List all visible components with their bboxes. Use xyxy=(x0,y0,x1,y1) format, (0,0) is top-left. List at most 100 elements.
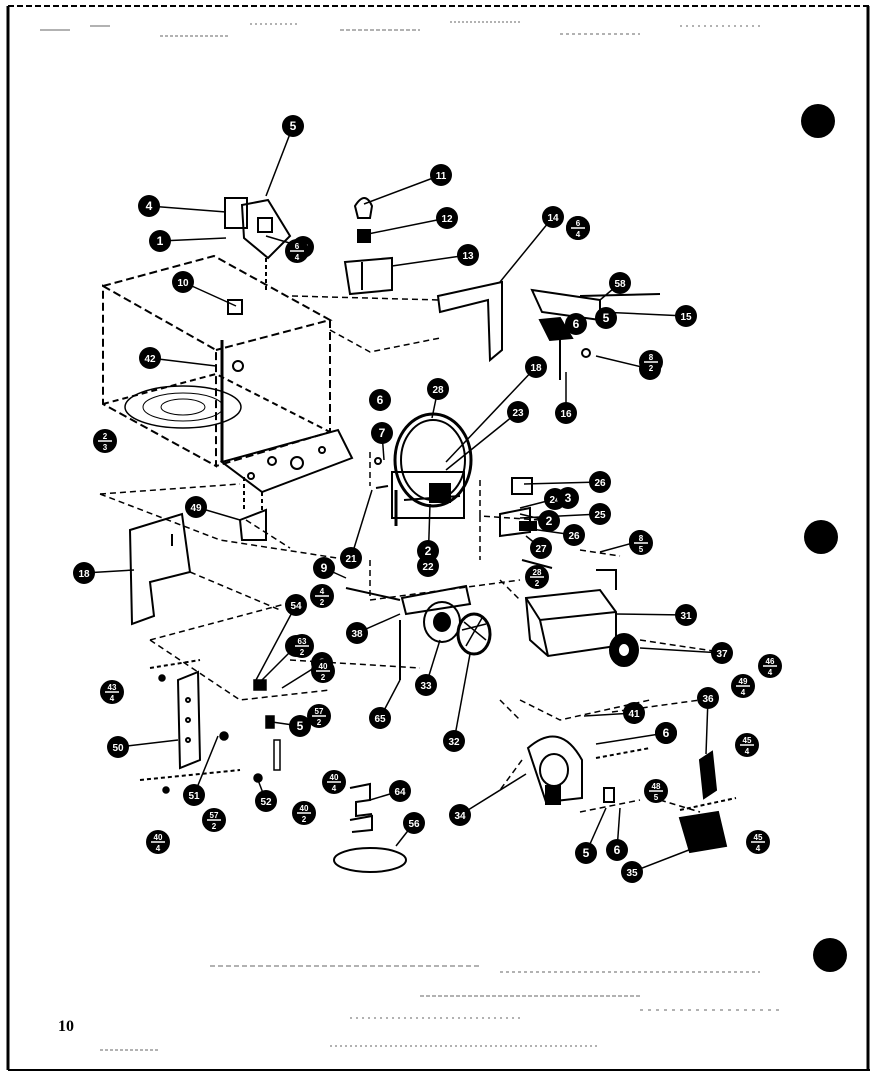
callout-bubble xyxy=(538,510,560,532)
fraction-top: 28 xyxy=(533,568,542,577)
fan-shroud-assembly xyxy=(374,412,473,526)
fraction-top: 6 xyxy=(295,242,300,251)
leader-line xyxy=(453,653,471,742)
callout-label: 51 xyxy=(188,791,200,802)
callout-label: 41 xyxy=(628,709,640,720)
fraction-bottom: 4 xyxy=(110,694,115,703)
leader-line xyxy=(595,732,667,745)
callout-49: 49 xyxy=(185,496,241,521)
callout-26: 26 xyxy=(523,471,611,493)
callout-bubble xyxy=(589,503,611,525)
callout-label: 3 xyxy=(565,491,572,505)
callout-label: 5 xyxy=(297,719,304,733)
leader-line xyxy=(255,604,297,681)
callout-label: 35 xyxy=(626,868,638,879)
fraction-callout-57-2: 572 xyxy=(202,808,226,832)
callout-label: 14 xyxy=(547,213,559,224)
callout-label: 32 xyxy=(448,737,460,748)
callout-41: 41 xyxy=(583,702,645,724)
callout-bubble xyxy=(371,422,393,444)
callout-label: 11 xyxy=(436,171,447,182)
fraction-top: 49 xyxy=(739,677,748,686)
fraction-bottom: 4 xyxy=(741,688,746,697)
callout-6: 6 xyxy=(369,389,391,411)
callout-bubble xyxy=(427,378,449,400)
callout-label: 27 xyxy=(535,544,547,555)
callout-13: 13 xyxy=(391,244,479,267)
callout-label: 16 xyxy=(560,409,572,420)
leader-line xyxy=(159,237,227,242)
callout-23: 23 xyxy=(445,401,529,471)
callout-bubble xyxy=(565,313,587,335)
fraction-callout-46-4: 464 xyxy=(758,654,782,678)
callout-6: 6 xyxy=(565,313,587,335)
callout-label: 13 xyxy=(462,251,474,262)
callout-bubble xyxy=(73,562,95,584)
leader-line xyxy=(445,366,537,463)
callout-bubble xyxy=(575,842,597,864)
callout-bubble xyxy=(436,207,458,229)
callout-3: 3 xyxy=(557,487,579,509)
leader-line xyxy=(391,254,469,267)
callout-label: 18 xyxy=(530,363,542,374)
callout-bubble xyxy=(417,540,439,562)
callout-label: 26 xyxy=(568,531,580,542)
small-hardware xyxy=(158,674,281,794)
callout-bubble xyxy=(623,702,645,724)
callout-bubble xyxy=(457,244,479,266)
fraction-bottom: 5 xyxy=(639,545,644,554)
fraction-top: 45 xyxy=(743,736,752,745)
callout-bubble xyxy=(525,356,547,378)
callout-bubble xyxy=(530,537,552,559)
fraction-bottom: 4 xyxy=(745,747,750,756)
fraction-callout-6-4: 64 xyxy=(566,216,590,240)
callout-4: 4 xyxy=(138,195,227,217)
fraction-callout-8-5: 85 xyxy=(629,531,653,555)
callout-label: 24 xyxy=(549,495,561,506)
fraction-callout-40-2: 402 xyxy=(292,801,316,825)
transformer-assembly xyxy=(524,569,639,667)
fraction-top: 8 xyxy=(649,353,654,362)
callout-bubble xyxy=(415,674,437,696)
bracket-51 xyxy=(238,508,267,541)
fraction-callout-2-3: 23 xyxy=(93,429,117,453)
leader-line xyxy=(615,613,687,616)
callout-bubble xyxy=(138,195,160,217)
callout-16: 16 xyxy=(555,372,577,424)
fraction-callout-8-2: 82 xyxy=(639,350,663,374)
switch-cluster xyxy=(499,477,553,569)
callout-bubble xyxy=(289,715,311,737)
leader-line xyxy=(148,205,227,213)
fraction-top: 48 xyxy=(652,782,661,791)
callout-bubble xyxy=(563,524,585,546)
callout-34: 34 xyxy=(449,773,527,826)
callout-label: 22 xyxy=(422,562,434,573)
callout-58: 58 xyxy=(599,272,631,301)
callout-bubble xyxy=(711,642,733,664)
fraction-callout-layer: 6442822342282402402454434404572572404632… xyxy=(93,216,782,854)
callout-label: 4 xyxy=(146,199,153,213)
callout-label: 6 xyxy=(614,843,621,857)
fraction-callout-6-4: 64 xyxy=(285,239,309,263)
callout-36: 36 xyxy=(697,687,719,755)
callout-5: 5 xyxy=(595,307,617,329)
bracket-14 xyxy=(436,280,503,363)
page-number: 10 xyxy=(58,1018,74,1035)
callout-bubble xyxy=(107,736,129,758)
fraction-callout-4-2: 42 xyxy=(310,584,334,608)
fraction-top: 8 xyxy=(639,534,644,543)
clip-and-gasket xyxy=(333,782,407,873)
callout-52: 52 xyxy=(255,779,277,812)
leader-line xyxy=(639,647,723,654)
callout-label: 5 xyxy=(583,846,590,860)
callout-14: 14 xyxy=(499,206,564,283)
leader-line xyxy=(265,125,294,197)
callout-51: 51 xyxy=(183,735,219,806)
callout-label: 36 xyxy=(702,694,714,705)
callout-label: 58 xyxy=(614,279,626,290)
fraction-callout-43-4: 434 xyxy=(100,680,124,704)
callout-label: 1 xyxy=(157,234,164,248)
callout-bubble xyxy=(313,557,335,579)
leader-line xyxy=(149,357,217,367)
fraction-bottom: 4 xyxy=(332,784,337,793)
